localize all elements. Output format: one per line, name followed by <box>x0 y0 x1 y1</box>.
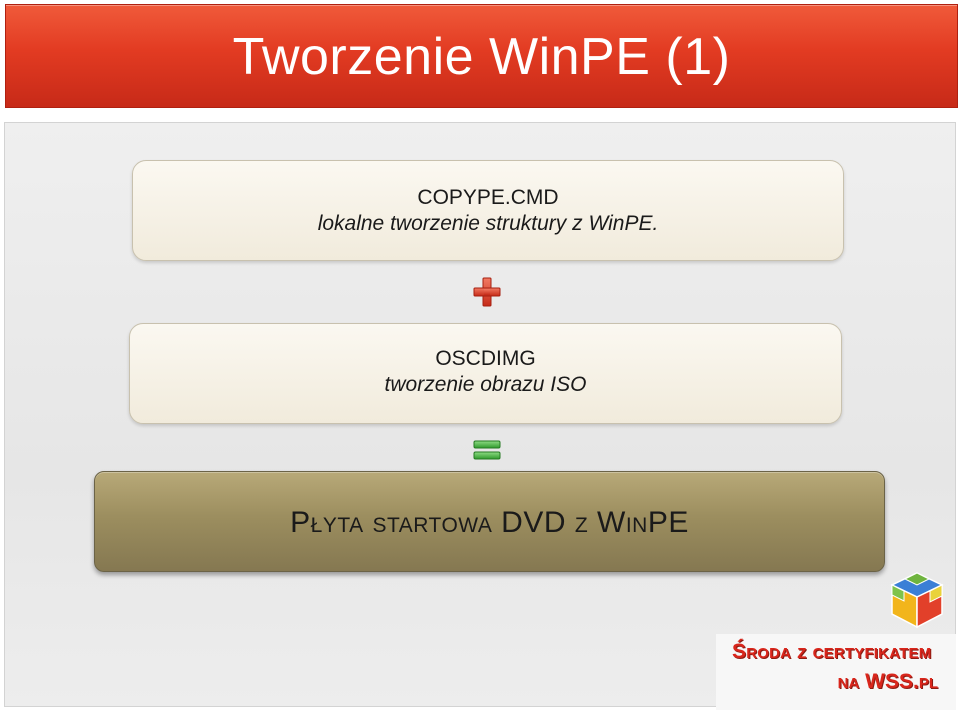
cube-logo-icon <box>888 569 946 631</box>
step-box-oscdimg: OSCDIMG tworzenie obrazu ISO <box>129 323 842 424</box>
slide-title: Tworzenie WinPE (1) <box>232 28 731 86</box>
footer-logo: Środa z certyfikatem na WSS.pl <box>716 634 956 710</box>
footer-line2: na WSS.pl <box>837 670 938 693</box>
title-bar: Tworzenie WinPE (1) <box>5 4 958 108</box>
result-box: Płyta startowa DVD z WinPE <box>94 471 885 572</box>
step-description: tworzenie obrazu ISO <box>384 373 587 396</box>
step-description: lokalne tworzenie struktury z WinPE. <box>317 212 659 235</box>
plus-icon <box>472 274 502 308</box>
step-command: OSCDIMG <box>435 347 536 370</box>
step-command: COPYPE.CMD <box>417 186 559 209</box>
step-box-copype: COPYPE.CMD lokalne tworzenie struktury z… <box>132 160 844 261</box>
footer-line1: Środa z certyfikatem <box>732 640 932 663</box>
equals-icon <box>472 437 502 471</box>
result-label: Płyta startowa DVD z WinPE <box>290 506 689 539</box>
